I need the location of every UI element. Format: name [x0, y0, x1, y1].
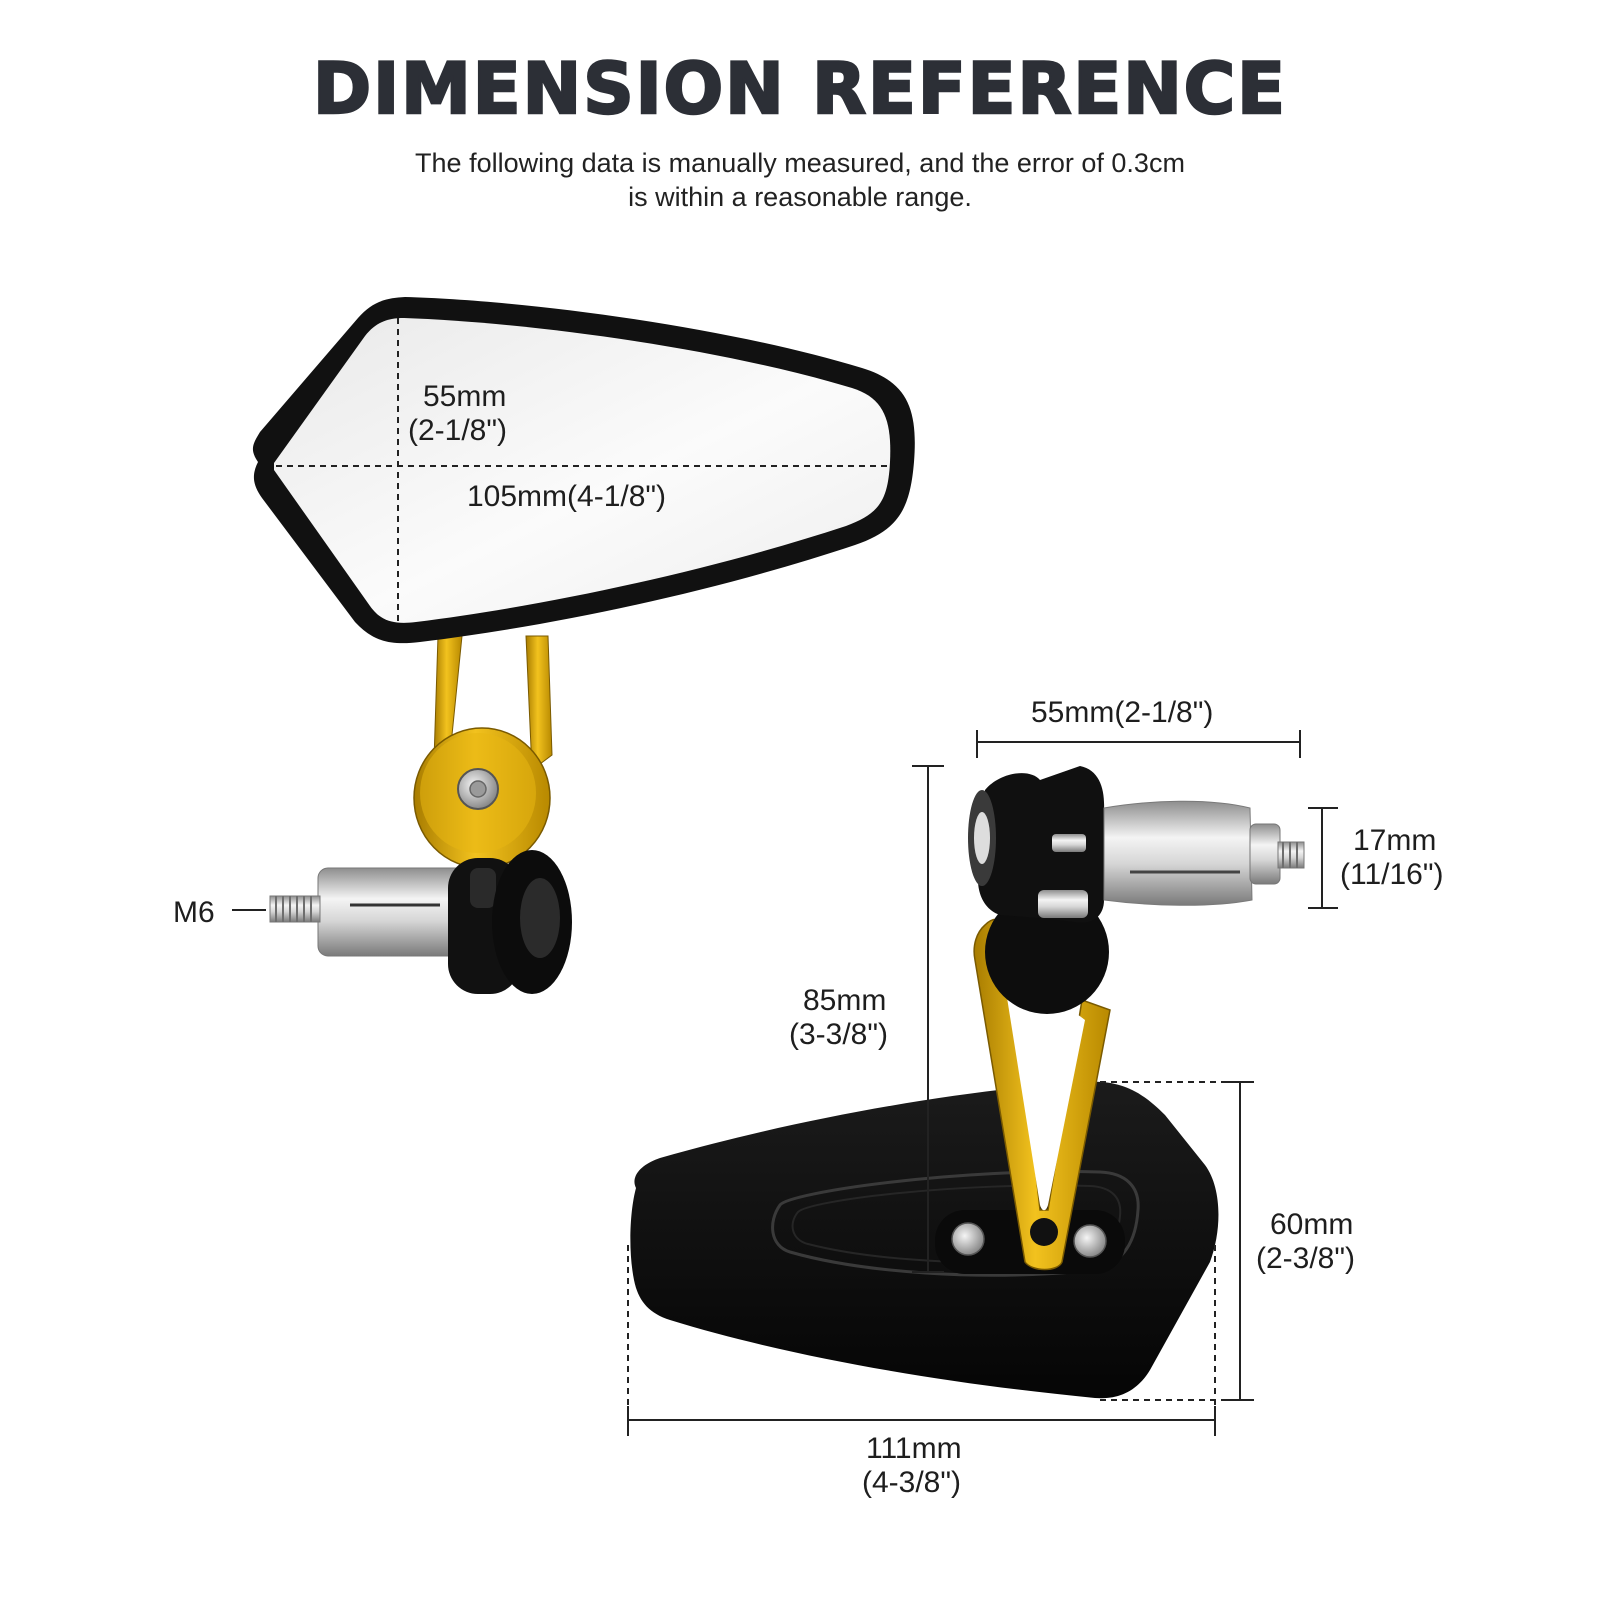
- clamp-edge-highlight: [974, 812, 990, 864]
- stem-opening: [1005, 985, 1085, 1211]
- bar-end-plug: [317, 867, 471, 957]
- black-clamp-back: [978, 766, 1105, 923]
- end-cap-face: [520, 878, 560, 958]
- glass-height-mm-label: 55mm: [423, 380, 506, 413]
- clamp-width-label: 55mm(2-1/8"): [1031, 696, 1213, 729]
- back-mirror-view: [630, 766, 1305, 1399]
- mirror-glass: [274, 318, 891, 623]
- plug-dia-in-label: (11/16"): [1340, 858, 1443, 891]
- clamp-screw-head: [1038, 890, 1088, 918]
- arm-height-mm-label: 85mm: [803, 984, 886, 1017]
- front-mirror-view: 55mm (2-1/8") 105mm(4-1/8") M6: [173, 297, 915, 994]
- dimension-lines: [627, 730, 1338, 1436]
- plug-collar: [1249, 823, 1281, 885]
- glass-width-label: 105mm(4-1/8"): [467, 480, 666, 513]
- thread-size-label: M6: [173, 896, 215, 929]
- back-shell-contour: [771, 1170, 1140, 1277]
- stem-hole: [1030, 1218, 1058, 1246]
- m6-thread-bolt: [269, 895, 321, 923]
- page-title: DIMENSION REFERENCE: [312, 47, 1287, 132]
- thread-lines: [275, 896, 312, 922]
- pivot-screw-hex: [469, 780, 487, 798]
- gold-stem-arm-right: [525, 635, 553, 771]
- plug-dia-mm-label: 17mm: [1353, 824, 1436, 857]
- back-height-mm-label: 60mm: [1270, 1208, 1353, 1241]
- back-width-in-label: (4-3/8"): [862, 1466, 961, 1499]
- back-width-mm-label: 111mm: [866, 1432, 962, 1465]
- arm-height-in-label: (3-3/8"): [789, 1018, 888, 1051]
- thread-lines-back: [1282, 842, 1298, 868]
- page-subtitle: The following data is manually measured,…: [0, 146, 1600, 214]
- back-height-in-label: (2-3/8"): [1256, 1242, 1355, 1275]
- bar-end-plug-back: [1103, 800, 1253, 906]
- subtitle-line-1: The following data is manually measured,…: [415, 148, 1185, 178]
- clamp-slot: [470, 868, 496, 908]
- subtitle-line-2: is within a reasonable range.: [628, 182, 972, 212]
- clamp-bolt: [1052, 834, 1086, 852]
- glass-height-in-label: (2-1/8"): [408, 414, 507, 447]
- back-screw-left-icon: [951, 1222, 985, 1256]
- back-screw-right-icon: [1073, 1224, 1107, 1258]
